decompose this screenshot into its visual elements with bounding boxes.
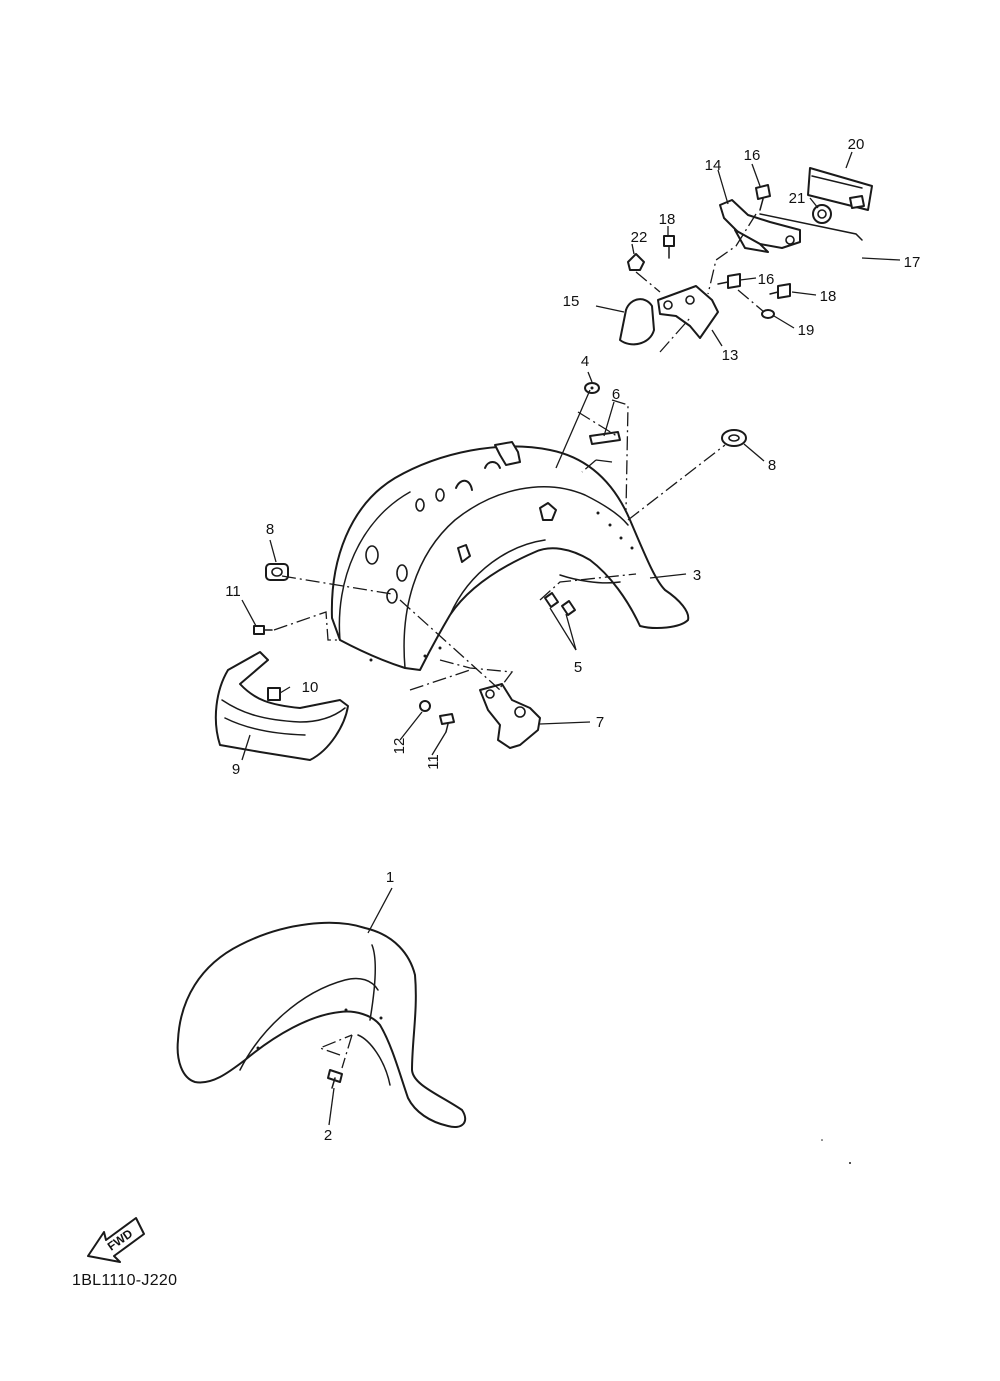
bracket-part-7	[479, 683, 541, 749]
callout-3: 3	[693, 567, 701, 584]
bolt-part-18a	[663, 235, 675, 259]
washer-part-12	[419, 700, 431, 712]
pad-part-5	[544, 592, 576, 616]
callout-15: 15	[563, 293, 580, 310]
callout-11b: 11	[425, 754, 442, 770]
callout-6: 6	[612, 386, 620, 403]
front-fender-part	[176, 921, 467, 1128]
rear-fender-part	[330, 441, 690, 671]
callout-16a: 16	[744, 147, 761, 164]
callout-20: 20	[848, 136, 865, 153]
bolt-part-16a	[755, 184, 771, 211]
diagram-reference-code: 1BL1110-J220	[72, 1272, 178, 1289]
assembly-lines	[273, 213, 765, 1069]
callout-12: 12	[391, 738, 408, 755]
callout-21: 21	[789, 190, 806, 207]
screw-part-11b	[439, 713, 455, 733]
bolt-part-18b	[769, 283, 791, 299]
grommet-part-8b	[265, 563, 289, 581]
forward-direction-arrow-icon: FWD	[87, 1217, 145, 1263]
tape-part-6	[589, 431, 621, 445]
screw-part-11a	[253, 625, 273, 635]
callout-5: 5	[574, 659, 582, 676]
callout-8b: 8	[266, 521, 274, 538]
callout-18a: 18	[659, 211, 676, 228]
callout-labels: 1 2 3 4 5 6 7 8 8 9 10 11 11 12 13 14 15…	[225, 136, 920, 1144]
cap-part-22	[627, 253, 645, 271]
nut-part-21	[812, 195, 865, 224]
bolt-part-2	[327, 1069, 343, 1089]
license-bracket-part	[657, 285, 719, 339]
callout-19: 19	[798, 322, 815, 339]
leader-lines	[241, 151, 901, 1126]
callout-22: 22	[631, 229, 648, 246]
callout-14: 14	[705, 157, 722, 174]
callout-10: 10	[302, 679, 319, 696]
callout-4: 4	[581, 353, 589, 370]
nut-part-10	[267, 687, 281, 701]
washer-part-4	[584, 382, 600, 394]
fender-tip-part	[214, 651, 349, 761]
callout-17: 17	[904, 254, 921, 271]
bolt-part-16b	[717, 273, 741, 289]
callout-1: 1	[386, 869, 394, 886]
callout-18b: 18	[820, 288, 837, 305]
callout-8a: 8	[768, 457, 776, 474]
grommet-part-8a	[721, 429, 747, 447]
callout-2: 2	[324, 1127, 332, 1144]
callout-11a: 11	[225, 583, 241, 600]
callout-13: 13	[722, 347, 739, 364]
washer-part-19	[761, 309, 775, 319]
cover-part-15	[619, 298, 655, 346]
callout-9: 9	[232, 761, 240, 778]
callout-16b: 16	[758, 271, 775, 288]
wire-part-17	[759, 213, 863, 241]
callout-7: 7	[596, 714, 604, 731]
